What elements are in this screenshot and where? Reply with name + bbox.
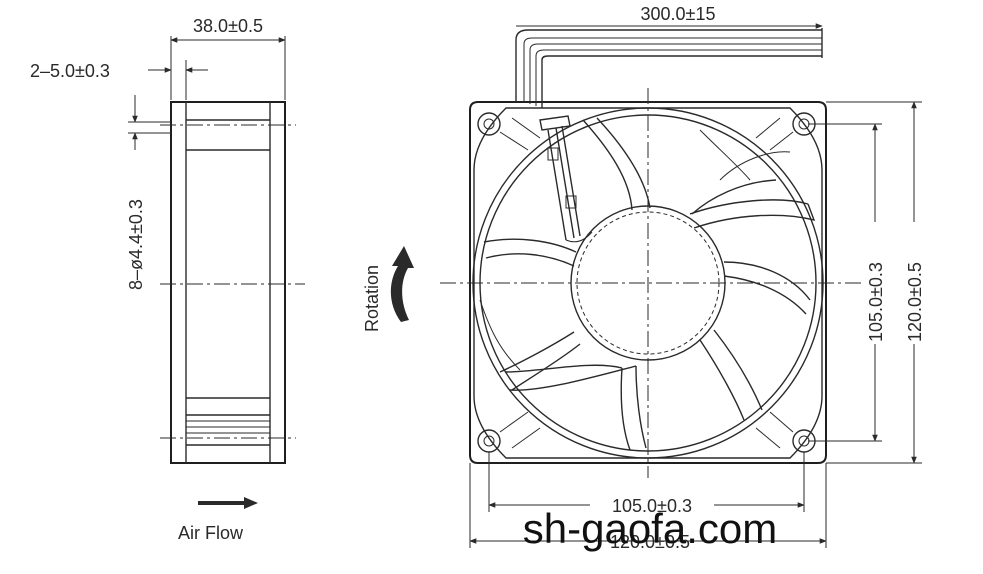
hole-pitch-horizontal-label: 105.0±0.3 (612, 496, 692, 516)
flange-dimension (148, 60, 208, 100)
lead-length-label: 300.0±15 (641, 4, 716, 24)
air-flow-label: Air Flow (178, 523, 244, 543)
flange-label: 2–5.0±0.3 (30, 61, 110, 81)
front-view (440, 28, 862, 478)
size-vertical-label: 120.0±0.5 (905, 262, 925, 342)
holes-label: 8–ø4.4±0.3 (126, 199, 146, 290)
hole-pitch-vertical-label: 105.0±0.3 (866, 262, 886, 342)
size-horizontal-label: 120.0±0.5 (610, 532, 690, 552)
lead-wires (515, 28, 823, 243)
rotation-label: Rotation (362, 265, 382, 332)
mount-hole-bl (477, 429, 501, 453)
mount-hole-tl (477, 112, 501, 136)
horizontal-dimensions (469, 452, 827, 548)
air-flow-arrow-icon (198, 497, 258, 509)
depth-label: 38.0±0.5 (193, 16, 263, 36)
depth-dimension (170, 36, 286, 100)
fan-blades (479, 117, 816, 451)
side-view (128, 101, 305, 464)
rotation-arrow-icon (390, 246, 414, 322)
watermark: sh-gaofa.com (523, 505, 777, 552)
vertical-dimensions (808, 101, 925, 464)
